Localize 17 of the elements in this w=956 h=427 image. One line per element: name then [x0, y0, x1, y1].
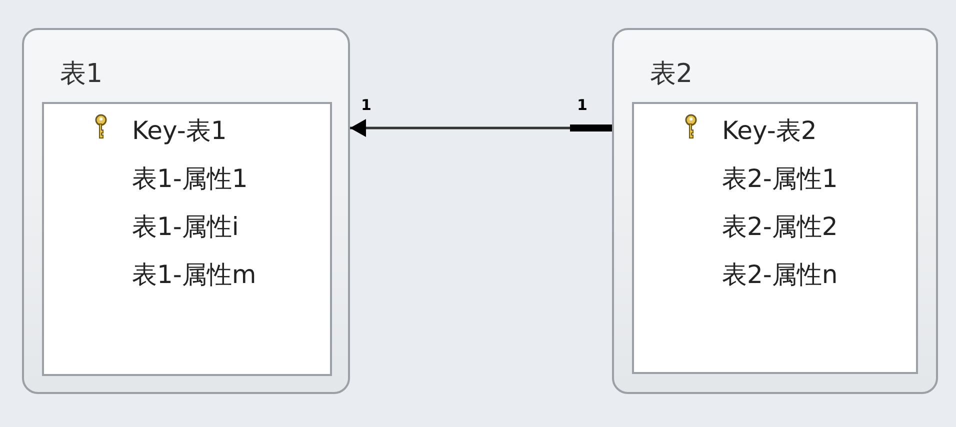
field-name: 表1-属性m — [132, 259, 256, 291]
field-list — [42, 102, 332, 376]
table-window — [22, 28, 350, 394]
relationship-line — [350, 119, 612, 137]
cardinality-label: 1 — [361, 96, 372, 114]
table-window — [612, 28, 938, 394]
cardinality-label: 1 — [577, 96, 588, 114]
table-title: 表2 — [650, 58, 693, 91]
field-name: 表1-属性1 — [132, 163, 248, 195]
key-field: Key-表1 — [132, 114, 227, 147]
key-field: Key-表2 — [722, 114, 817, 147]
table-title: 表1 — [60, 58, 103, 91]
field-name: 表1-属性i — [132, 211, 239, 243]
field-name: 表2-属性n — [722, 259, 838, 291]
field-name: 表2-属性2 — [722, 211, 838, 243]
field-name: 表2-属性1 — [722, 163, 838, 195]
field-list — [632, 102, 918, 374]
